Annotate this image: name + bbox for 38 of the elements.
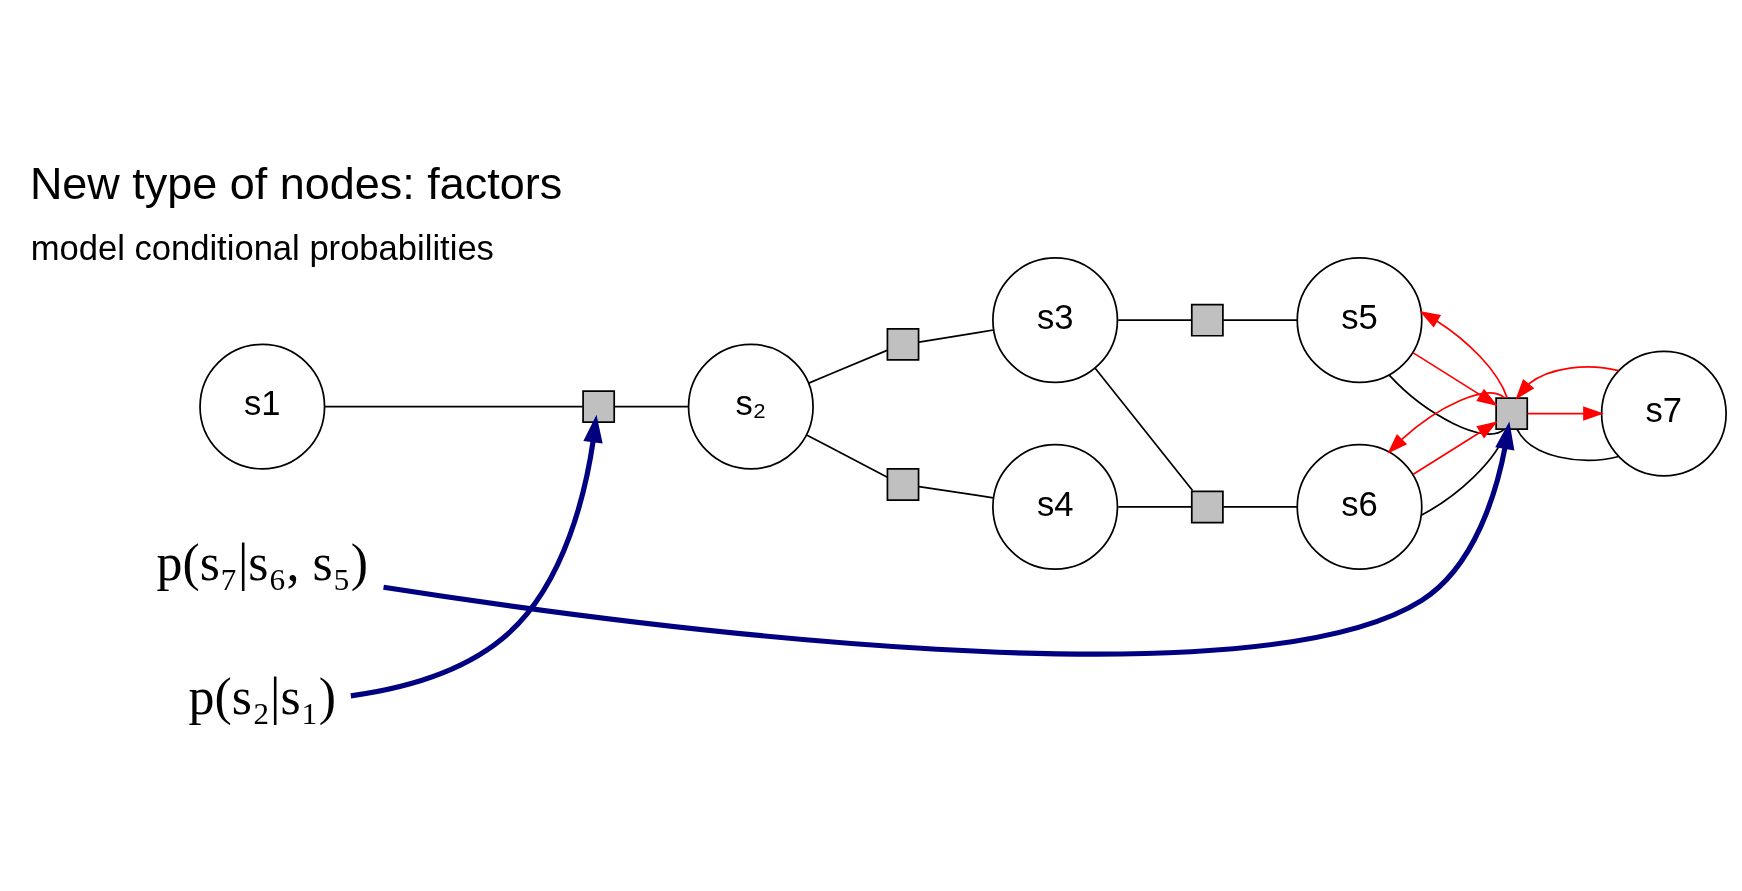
connector: [1117, 318, 1193, 321]
connector: [806, 433, 889, 478]
arrow: [1387, 391, 1506, 454]
node-circle: s₂: [687, 343, 814, 470]
arrow: [350, 414, 603, 698]
node-circle: s1: [199, 343, 326, 470]
node-text: p(s₇|s₆, s₅): [156, 533, 369, 591]
connector: [1388, 373, 1506, 435]
node-box: [886, 467, 920, 501]
node-box: [1190, 303, 1224, 337]
arrow: [1412, 351, 1498, 406]
connector: [324, 405, 584, 408]
node-circle: s7: [1600, 349, 1727, 477]
node-circle: s4: [992, 443, 1119, 570]
connector: [918, 485, 995, 499]
arrow: [1419, 310, 1509, 399]
arrow: [1515, 365, 1620, 400]
connector: [807, 349, 888, 384]
connector: [613, 405, 690, 408]
node-text: p(s₂|s₁): [188, 667, 336, 725]
node-circle: s5: [1296, 256, 1423, 383]
node-box: [1495, 396, 1529, 430]
node-circle: s6: [1296, 443, 1423, 570]
arrow: [383, 421, 1515, 656]
connector: [1516, 428, 1620, 461]
node-box: [886, 327, 920, 361]
connector: [918, 328, 995, 343]
connector: [1222, 505, 1298, 508]
label: model conditional probabilities: [30, 228, 494, 267]
diagram-title: New type of nodes: factors: [29, 157, 563, 209]
node-circle: s3: [992, 256, 1119, 383]
node-box: [582, 389, 616, 423]
connector: [1117, 505, 1193, 508]
arrow: [1412, 420, 1498, 475]
connector: [1222, 318, 1298, 321]
arrow: [1526, 405, 1604, 421]
node-box: [1190, 490, 1224, 523]
connector: [1094, 366, 1194, 491]
